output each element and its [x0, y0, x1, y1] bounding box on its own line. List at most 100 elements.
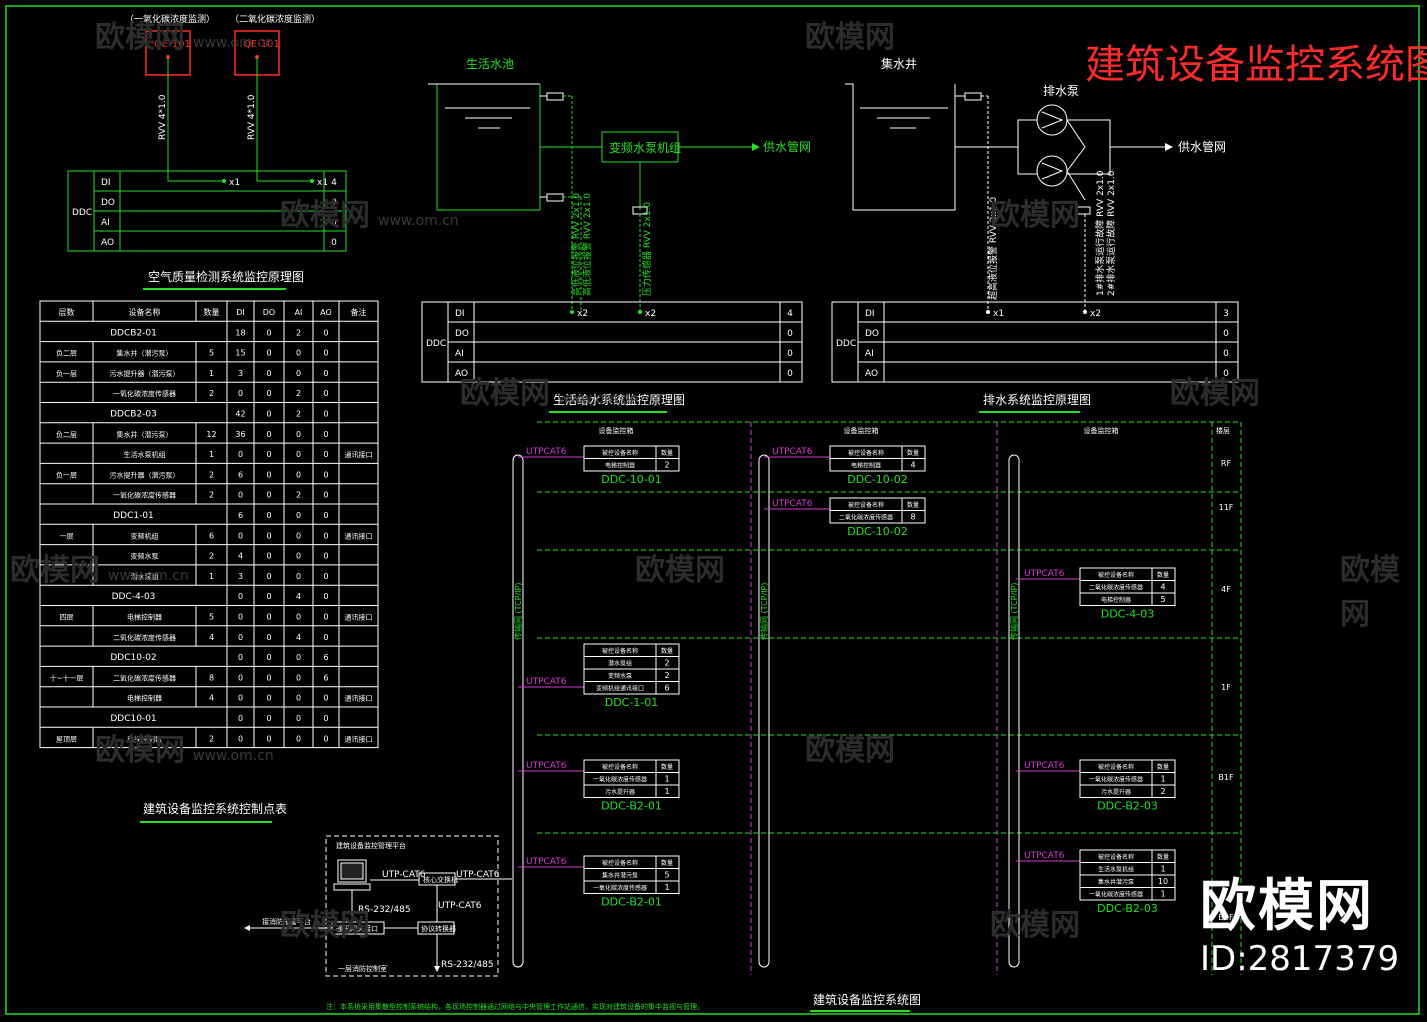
- riser-ddc-id: DDC-1-01: [605, 696, 659, 709]
- riser-ddc-id: DDC-B2-03: [1097, 800, 1158, 813]
- table-cell: 0: [266, 349, 271, 358]
- table-cell: 0: [323, 714, 328, 723]
- riser-box-device: 变频水泵: [608, 672, 632, 680]
- table-floor: 一层: [60, 532, 74, 540]
- table-device: 变频机组: [131, 531, 159, 540]
- drain-ddc-count: 0: [1223, 349, 1229, 359]
- table-cell: 2: [296, 491, 301, 500]
- water-ddc-count: 4: [787, 309, 793, 319]
- air-sensor1-note: （一氧化碳浓度监测）: [125, 13, 215, 25]
- air-sensor1-label: QE-101: [154, 39, 191, 50]
- table-caption: 建筑设备监控系统控制点表: [143, 801, 287, 816]
- table-header: 备注: [351, 307, 367, 317]
- riser-link-label: UTPCAT6: [526, 677, 567, 687]
- water-out-label: 供水管网: [763, 139, 811, 154]
- table-header: 数量: [204, 307, 220, 317]
- riser-link-label: UTPCAT6: [1024, 851, 1065, 861]
- riser-box-head: 数量: [907, 449, 919, 457]
- table-cell: 36: [235, 430, 245, 439]
- riser-floor-label: B1F: [1218, 773, 1234, 782]
- table-ddc-label: DDC-4-03: [112, 592, 156, 602]
- riser-link-label: UTPCAT6: [1024, 761, 1065, 771]
- table-floor: 负一层: [56, 369, 77, 378]
- riser-box-device: 污水提升器: [605, 788, 635, 796]
- drainage-diagram: 集水井 排水泵 供水管网 超高液位报警 RVV 2x1.0 1#排水泵运行故障 …: [831, 56, 1239, 413]
- table-cell: 0: [238, 714, 243, 723]
- riser-box-qty: 6: [664, 684, 669, 693]
- riser-floor-label: RF: [1221, 459, 1232, 468]
- table-cell: 0: [296, 470, 301, 479]
- air-ddc-channel: AI: [101, 218, 110, 228]
- table-cell: 4: [209, 694, 214, 703]
- table-cell: 0: [296, 430, 301, 439]
- riser-link-label: UTPCAT6: [526, 857, 567, 867]
- table-cell: 8: [209, 673, 214, 682]
- control-utp3: UTP-CAT6: [438, 901, 482, 911]
- riser-col-header: 楼层: [1216, 426, 1230, 435]
- riser-trunk: [1008, 454, 1020, 968]
- drain-ddc-label: DDC: [836, 339, 856, 349]
- table-ddc-label: DDC10-01: [110, 714, 156, 724]
- drain-ddc-channel: DI: [865, 309, 875, 319]
- riser-box-qty: 2: [1160, 787, 1165, 796]
- table-cell: 0: [238, 653, 243, 662]
- riser-box-qty: 1: [664, 787, 669, 796]
- water-ddc-count: 0: [787, 349, 793, 359]
- riser-box-head: 数量: [661, 859, 673, 867]
- riser-floor-label: 1F: [1221, 683, 1231, 692]
- riser-box-device: 二氧化碳浓度传感器: [839, 514, 893, 522]
- air-ddc-count: 4: [331, 178, 337, 188]
- table-cell: 0: [266, 714, 271, 723]
- drain-cable2-label: 1#排水泵运行故障 RVV 2x1.0: [1094, 170, 1106, 296]
- drain-x2: x2: [1090, 309, 1101, 319]
- table-cell: 0: [323, 450, 328, 459]
- table-cell: 0: [238, 592, 243, 601]
- riser-trunk: [512, 454, 524, 968]
- table-cell: 0: [238, 491, 243, 500]
- riser-box-device: 一氧化碳浓度传感器: [1089, 891, 1143, 899]
- table-device: 二氧化碳浓度传感器: [113, 633, 176, 642]
- riser-box-qty: 5: [664, 871, 669, 880]
- table-cell: 0: [296, 653, 301, 662]
- table-cell: 0: [296, 511, 301, 520]
- table-cell: 18: [235, 328, 245, 337]
- air-ddc-count: 0: [331, 238, 337, 248]
- air-quality-diagram: （一氧化碳浓度监测） （二氧化碳浓度监测） QE-101 QE-101 RVV …: [67, 13, 347, 290]
- table-cell: 通讯接口: [345, 531, 373, 540]
- riser-box-qty: 1: [664, 883, 669, 892]
- brand-mark: 欧模网 ID:2817379: [1200, 875, 1399, 980]
- control-room-note: 一层消防控制室: [338, 964, 387, 973]
- water-ddc-channel: DI: [455, 309, 465, 319]
- riser-caption: 建筑设备监控系统图: [813, 992, 921, 1007]
- table-cell: 0: [296, 714, 301, 723]
- table-floor: 负二层: [56, 430, 77, 439]
- water-supply-diagram: 生活水池 变频水泵机组 供水管网 高低液位报警 RVV 2x1.0 高低液位报警…: [421, 57, 811, 413]
- table-cell: 0: [266, 592, 271, 601]
- riser-box-qty: 10: [1158, 877, 1168, 886]
- riser-box-qty: 5: [1160, 595, 1165, 604]
- table-cell: 0: [266, 430, 271, 439]
- table-cell: 2: [296, 410, 301, 419]
- riser-box-head: 被控设备名称: [602, 859, 638, 867]
- riser-box-qty: 1: [1160, 775, 1165, 784]
- table-device: 一氧化碳浓度传感器: [113, 389, 176, 398]
- riser-link-label: UTPCAT6: [1024, 569, 1065, 579]
- table-cell: 5: [209, 349, 214, 358]
- table-cell: 0: [296, 694, 301, 703]
- table-cell: 0: [323, 511, 328, 520]
- table-cell: 5: [209, 613, 214, 622]
- riser-box-device: 电梯控制器: [605, 462, 635, 470]
- table-cell: 6: [209, 531, 214, 540]
- control-footnote: 注：本系统采用集散型控制系统结构，各现场控制器通过网络与中央管理工作站通信，实现…: [326, 1002, 704, 1011]
- drain-cable1-label: 超高液位报警 RVV 2x1.0: [987, 197, 999, 300]
- table-cell: 0: [296, 552, 301, 561]
- control-gateway: 通讯网关接口: [336, 924, 378, 933]
- table-ddc-label: DDCB2-01: [110, 328, 157, 338]
- table-cell: 6: [323, 673, 328, 682]
- table-cell: 0: [323, 430, 328, 439]
- air-sensor2-note: （二氧化碳浓度监测）: [230, 13, 320, 25]
- table-cell: 3: [238, 572, 243, 581]
- riser-link-label: UTPCAT6: [526, 447, 567, 457]
